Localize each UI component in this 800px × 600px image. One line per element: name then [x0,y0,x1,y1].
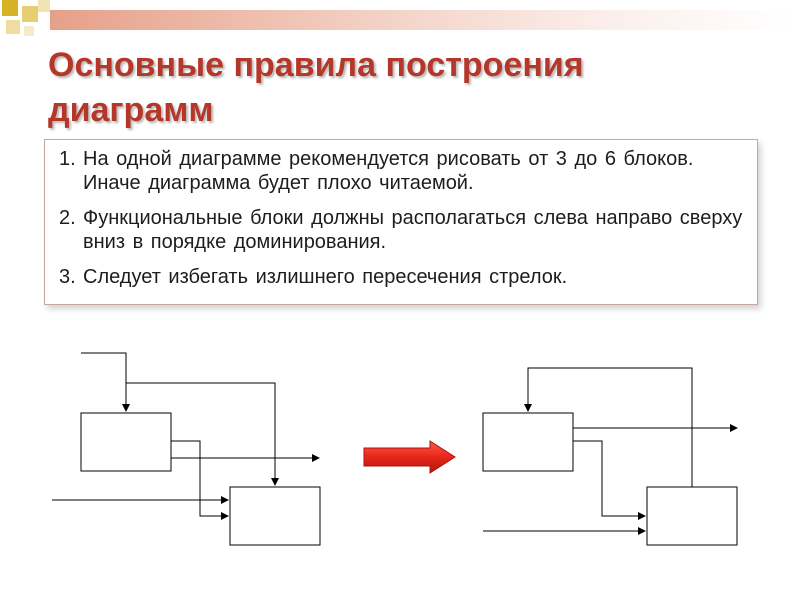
rule-number: 1. [59,148,76,170]
rule-text: Функциональные блоки должны располагатьс… [83,207,743,253]
arrow-control-in [81,352,130,412]
rule-item: 2. Функциональные блоки должны располага… [59,206,743,254]
rule-text: Следует избегать излишнего пересечения с… [83,266,568,288]
header-gradient-band [50,10,790,30]
diagram-block [646,486,738,546]
arrow-connect [171,440,229,520]
diagram-block [482,412,574,472]
rule-number: 2. [59,207,76,229]
rule-item: 1. На одной диаграмме рекомендуется рисо… [59,147,743,195]
arrow-feedback [126,382,279,486]
rule-number: 3. [59,266,76,288]
right-arrow-icon [363,440,456,474]
diagram-after [482,367,738,546]
arrow-connect [573,440,646,520]
diagram-before [52,352,321,546]
corner-decoration [2,0,50,36]
rule-text: На одной диаграмме рекомендуется рисоват… [83,148,694,194]
slide-title: Основные правила построения диаграмм [48,46,584,129]
rule-item: 3. Следует избегать излишнего пересечени… [59,265,743,289]
diagram-block [229,486,321,546]
diagram-block [80,412,172,472]
rules-box: 1. На одной диаграмме рекомендуется рисо… [44,139,758,305]
